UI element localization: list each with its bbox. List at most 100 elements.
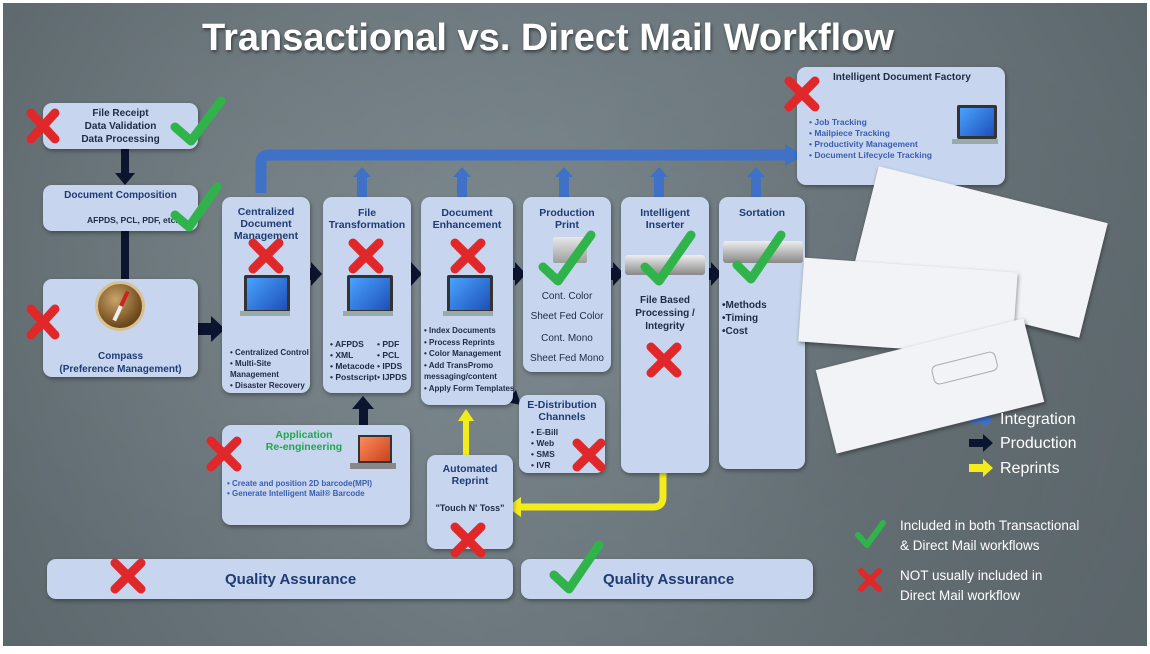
document-enhancement-box: Document Enhancement Index Documents Pro… [421, 197, 516, 405]
compass-icon [95, 281, 145, 331]
list-item: E-Bill [531, 427, 558, 438]
laptop-icon [358, 435, 392, 463]
integration-riser-3 [559, 175, 569, 197]
sortation-title: Sortation [738, 207, 786, 219]
compass-box: Compass (Preference Management) [43, 279, 198, 377]
document-composition-box: Document Composition AFPDS, PCL, PDF, et… [43, 185, 198, 231]
file-receipt-line-3: Data Processing [81, 134, 160, 145]
document-composition-formats: AFPDS, PCL, PDF, etc. [87, 215, 178, 225]
list-item: PCL [377, 350, 407, 361]
compass-subtitle: (Preference Management) [59, 364, 182, 375]
diagram-canvas: Transactional vs. Direct Mail Workflow [3, 3, 1147, 646]
application-title-2: Re-engineering [265, 441, 343, 453]
reprint-loop [515, 473, 667, 511]
cross-icon [858, 568, 882, 592]
reprint-arrowhead-up [458, 409, 474, 421]
list-item: Job Tracking [809, 117, 932, 128]
production-print-item-2: Sheet Fed Color [530, 311, 604, 322]
application-title-1: Application [275, 429, 333, 441]
intelligent-inserter-body-1: File Based [639, 295, 691, 306]
sortation-item-3: •Cost [722, 326, 748, 337]
page-title: Transactional vs. Direct Mail Workflow [202, 17, 894, 59]
list-item: Web [531, 438, 558, 449]
list-item: Add TransPromo messaging/content [424, 360, 516, 383]
list-item: Apply Form Templates [424, 383, 516, 395]
production-print-item-3: Cont. Mono [541, 333, 593, 344]
file-formats-col1: AFPDS XML Metacode Postscript [330, 339, 377, 383]
intelligent-inserter-box: Intelligent Inserter File Based Processi… [621, 197, 709, 473]
legend-check-text: Included in both Transactional& Direct M… [900, 518, 1080, 553]
file-formats-col2: PDF PCL IPDS IJPDS [377, 339, 407, 383]
sorter-machine-icon [723, 241, 803, 263]
legend-integration: Integration [1000, 411, 1076, 428]
file-transformation-title-1: File [357, 207, 377, 219]
idf-title: Intelligent Document Factory [833, 72, 971, 83]
list-item: IPDS [377, 361, 407, 372]
centralized-list: Centralized Control Multi-Site Managemen… [230, 347, 312, 391]
integration-riser-4 [654, 175, 664, 197]
computer-icon [447, 275, 493, 313]
production-arrow-receipt [121, 149, 129, 177]
document-enhancement-title-2: Enhancement [432, 219, 502, 231]
inserter-machine-icon [625, 255, 705, 275]
list-item: Postscript [330, 372, 377, 383]
edistribution-title-1: E-Distribution [527, 399, 597, 411]
file-transformation-title-2: Transformation [328, 219, 406, 231]
idf-box: Intelligent Document Factory Job Trackin… [797, 67, 1005, 185]
envelope-window [930, 350, 1000, 386]
integration-riser-5 [751, 175, 761, 197]
integration-riser-1 [357, 175, 367, 197]
computer-stand [343, 311, 393, 316]
computer-stand [443, 311, 493, 316]
list-item: Centralized Control [230, 347, 312, 358]
computer-stand [240, 311, 290, 316]
legend-reprints: Reprints [1000, 460, 1060, 477]
idf-list: Job Tracking Mailpiece Tracking Producti… [809, 117, 932, 161]
intelligent-inserter-body-3: Integrity [645, 321, 685, 332]
production-print-item-1: Cont. Color [541, 291, 593, 302]
list-item: Document Lifecycle Tracking [809, 150, 932, 161]
computer-stand [952, 139, 998, 144]
file-receipt-line-2: Data Validation [84, 121, 157, 132]
list-item: XML [330, 350, 377, 361]
list-item: Process Reprints [424, 337, 516, 349]
production-print-title-2: Print [555, 219, 579, 231]
edistribution-list: E-Bill Web SMS IVR [531, 427, 558, 471]
integration-riser-2 [457, 175, 467, 197]
intelligent-inserter-body-2: Processing / [635, 308, 695, 319]
automated-reprint-title-2: Reprint [451, 475, 489, 487]
production-arrow-app [359, 405, 368, 425]
file-transformation-box: File Transformation AFPDS XML Metacode P… [323, 197, 411, 393]
production-print-title-1: Production [539, 207, 595, 219]
edistribution-title-2: Channels [538, 411, 586, 423]
qa-left-label: Quality Assurance [225, 571, 357, 588]
integration-bus [255, 149, 785, 193]
list-item: Create and position 2D barcode(MPI) [227, 479, 372, 489]
production-print-item-4: Sheet Fed Mono [530, 353, 604, 364]
list-item: Disaster Recovery [230, 380, 312, 391]
list-item: IVR [531, 460, 558, 471]
laptop-base [350, 463, 396, 469]
application-list: Create and position 2D barcode(MPI) Gene… [227, 479, 372, 499]
computer-icon [957, 105, 997, 139]
legend-production: Production [1000, 435, 1077, 452]
list-item: Multi-Site Management [230, 358, 312, 380]
list-item: PDF [377, 339, 407, 350]
qa-right-box: Quality Assurance [521, 559, 813, 599]
file-receipt-line-1: File Receipt [92, 108, 149, 119]
qa-left-box: Quality Assurance [47, 559, 513, 599]
list-item: Generate Intelligent Mail® Barcode [227, 489, 372, 499]
list-item: Color Management [424, 348, 516, 360]
computer-icon [244, 275, 290, 313]
centralized-box: Centralized Document Management Centrali… [222, 197, 310, 393]
check-icon [855, 520, 886, 548]
sortation-item-2: •Timing [722, 313, 759, 324]
list-item: Metacode [330, 361, 377, 372]
edistribution-box: E-Distribution Channels E-Bill Web SMS I… [519, 395, 605, 473]
list-item: Index Documents [424, 325, 516, 337]
sortation-item-1: •Methods [722, 300, 767, 311]
automated-reprint-title-1: Automated [442, 463, 498, 475]
centralized-title-3: Management [233, 230, 299, 242]
production-print-box: Production Print Cont. Color Sheet Fed C… [523, 197, 611, 372]
